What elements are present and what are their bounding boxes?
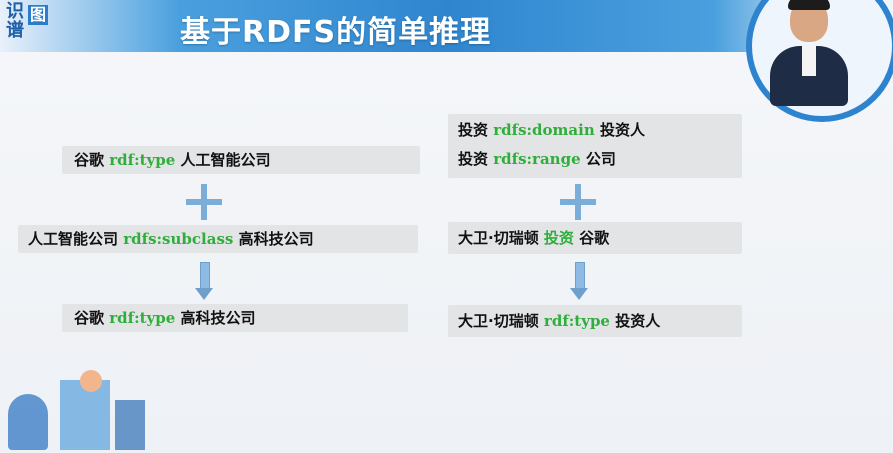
arrow-down-icon — [570, 262, 588, 300]
triple-object: 投资人 — [609, 312, 661, 330]
triple-object: 公司 — [580, 150, 616, 168]
presenter-video — [740, 0, 893, 122]
triple-object: 高科技公司 — [175, 309, 256, 327]
left-premise-box-1: 谷歌 rdf:type 人工智能公司 — [62, 146, 420, 174]
triple-predicate: rdfs:subclass — [123, 230, 234, 248]
presenter-hair — [788, 0, 830, 10]
illustration-shape — [115, 400, 145, 450]
triple-subject: 人工智能公司 — [28, 230, 124, 248]
right-premise-box-2: 大卫·切瑞顿 投资 谷歌 — [448, 222, 742, 254]
triple-predicate: rdfs:range — [493, 150, 581, 168]
header-bar — [0, 0, 893, 52]
illustration-shape — [80, 370, 102, 392]
triple-predicate: rdf:type — [109, 309, 176, 327]
triple-object: 谷歌 — [573, 229, 610, 247]
triple-line: 投资 rdfs:range 公司 — [458, 145, 742, 174]
triple-subject: 投资 — [458, 150, 494, 168]
triple-predicate: 投资 — [543, 229, 574, 247]
triple-object: 人工智能公司 — [175, 151, 271, 169]
triple-subject: 大卫·切瑞顿 — [458, 229, 544, 247]
triple-subject: 大卫·切瑞顿 — [458, 312, 544, 330]
triple-predicate: rdf:type — [543, 312, 610, 330]
triple-predicate: rdf:type — [109, 151, 176, 169]
triple-subject: 谷歌 — [74, 309, 110, 327]
decorative-illustration — [0, 370, 170, 453]
presenter-shirt — [802, 46, 816, 76]
plus-icon — [186, 184, 222, 220]
triple-object: 高科技公司 — [233, 230, 314, 248]
left-conclusion-box: 谷歌 rdf:type 高科技公司 — [62, 304, 408, 332]
right-conclusion-box: 大卫·切瑞顿 rdf:type 投资人 — [448, 305, 742, 337]
left-premise-box-2: 人工智能公司 rdfs:subclass 高科技公司 — [18, 225, 418, 253]
arrow-down-icon — [195, 262, 213, 300]
triple-predicate: rdfs:domain — [493, 121, 595, 139]
right-premise-box-1: 投资 rdfs:domain 投资人 投资 rdfs:range 公司 — [448, 114, 742, 178]
logo-char: 图 — [28, 5, 49, 25]
logo: 识 图 谱 — [4, 2, 52, 42]
illustration-shape — [8, 394, 48, 450]
illustration-shape — [60, 380, 110, 450]
logo-char: 谱 — [6, 20, 24, 41]
slide-title: 基于RDFS的简单推理 — [180, 15, 492, 50]
plus-icon — [560, 184, 596, 220]
triple-line: 投资 rdfs:domain 投资人 — [458, 116, 742, 145]
logo-char: 识 — [6, 1, 24, 22]
triple-subject: 投资 — [458, 121, 494, 139]
triple-subject: 谷歌 — [74, 151, 110, 169]
triple-object: 投资人 — [594, 121, 645, 139]
